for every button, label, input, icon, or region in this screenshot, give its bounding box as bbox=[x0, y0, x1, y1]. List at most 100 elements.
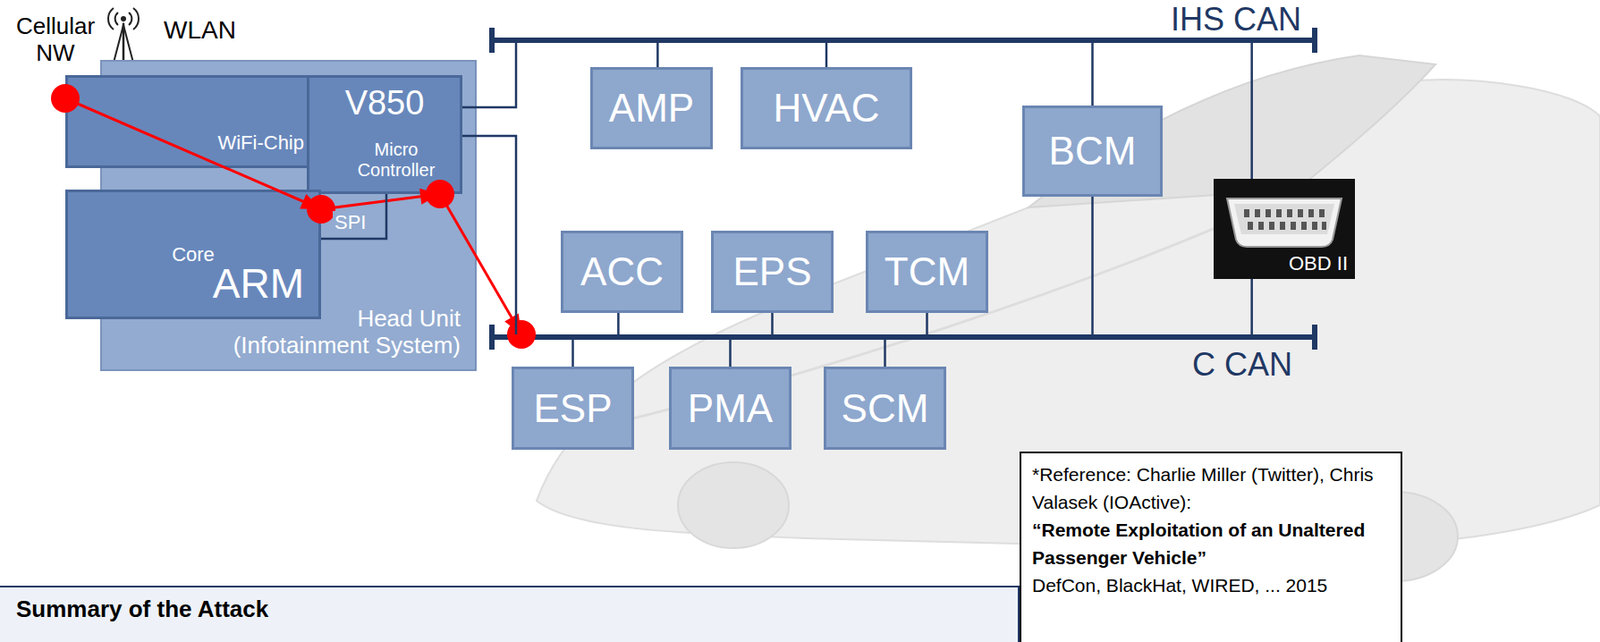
chip-label: Micro Controller bbox=[347, 139, 446, 181]
head-unit-box: Head Unit (Infotainment System)WiFi-Chip… bbox=[100, 59, 477, 372]
bus-end-cap bbox=[1312, 324, 1318, 350]
ecu-box: EPS bbox=[711, 230, 834, 314]
ecu-label: HVAC bbox=[773, 85, 881, 131]
bus-label: IHS CAN bbox=[1170, 3, 1302, 36]
bus-wire bbox=[617, 313, 619, 335]
arrow-head bbox=[299, 194, 322, 210]
ecu-label: EPS bbox=[732, 249, 812, 295]
bus-wire bbox=[729, 339, 731, 367]
wire-line bbox=[770, 313, 774, 335]
wire-line bbox=[825, 42, 829, 68]
connector-pins bbox=[1244, 209, 1327, 230]
can-bus: IHS CAN bbox=[491, 37, 1315, 43]
bus-end-cap bbox=[489, 324, 495, 350]
reference-box: *Reference: Charlie Miller (Twitter), Ch… bbox=[1019, 451, 1403, 642]
chip-box: WiFi-Chip bbox=[65, 75, 322, 169]
chip-label: Core bbox=[171, 243, 215, 267]
photo-background bbox=[1213, 178, 1355, 280]
wire-line bbox=[462, 135, 517, 335]
wire-line bbox=[728, 339, 732, 367]
chip-box: Micro Controller V850 bbox=[306, 75, 463, 195]
car-wheel bbox=[677, 462, 789, 549]
ecu-label: ACC bbox=[580, 249, 664, 295]
signal-wave bbox=[108, 8, 139, 30]
wire-line bbox=[1250, 42, 1253, 179]
chip-box: ARMCore bbox=[65, 189, 322, 320]
ecu-label: SCM bbox=[841, 386, 930, 432]
bus-label: C CAN bbox=[1192, 348, 1293, 381]
wire-line bbox=[571, 339, 575, 367]
attack-arrow bbox=[321, 194, 441, 210]
arrow-head bbox=[419, 188, 441, 205]
wire-line bbox=[1250, 279, 1253, 335]
attack-path bbox=[440, 194, 522, 335]
connectors bbox=[65, 42, 1253, 367]
attack-points bbox=[50, 84, 536, 349]
network-label: WLAN bbox=[163, 16, 237, 45]
arrow-head bbox=[504, 313, 522, 335]
bus-wire bbox=[657, 42, 659, 68]
bus-wire bbox=[1092, 42, 1093, 106]
attack-arrow bbox=[440, 194, 522, 335]
bus-wire bbox=[462, 135, 517, 335]
wire-line bbox=[656, 42, 660, 68]
interface-label: SPI bbox=[332, 211, 368, 235]
attack-point bbox=[425, 179, 455, 209]
wire-line bbox=[883, 339, 887, 367]
summary-box: Summary of the Attack bbox=[0, 585, 1020, 642]
summary-heading: Summary of the Attack bbox=[16, 594, 1002, 624]
ecu-label: PMA bbox=[687, 386, 773, 432]
antenna-tip bbox=[120, 16, 127, 22]
bus-wire bbox=[1092, 196, 1093, 335]
ecu-label: AMP bbox=[609, 85, 695, 131]
connector-face bbox=[1234, 203, 1335, 235]
ecu-label: ESP bbox=[533, 386, 612, 432]
chip-name: ARM bbox=[69, 261, 305, 306]
antenna-legs bbox=[113, 25, 134, 63]
reference-authors: *Reference: Charlie Miller (Twitter), Ch… bbox=[1032, 460, 1390, 517]
ecu-box: ACC bbox=[560, 230, 684, 314]
obd-port: OBD II bbox=[1213, 178, 1355, 280]
car-body bbox=[536, 79, 1600, 551]
attack-point bbox=[50, 84, 80, 113]
port-label: OBD II bbox=[1288, 252, 1348, 276]
attack-path bbox=[321, 188, 441, 210]
bus-wire bbox=[926, 313, 928, 335]
bus-wire bbox=[321, 194, 387, 239]
bus-wire bbox=[884, 339, 886, 367]
connector-shell bbox=[1227, 198, 1342, 247]
ecu-box: HVAC bbox=[740, 67, 913, 150]
wire-line bbox=[462, 42, 517, 108]
reference-venue: DefCon, BlackHat, WIRED, ... 2015 bbox=[1032, 571, 1390, 600]
bus-wire bbox=[771, 313, 773, 335]
bus-wire bbox=[462, 42, 517, 108]
bus-wire bbox=[826, 42, 828, 68]
ecu-label: BCM bbox=[1049, 128, 1137, 174]
attack-point bbox=[306, 194, 336, 224]
head-unit-label: Head Unit (Infotainment System) bbox=[226, 304, 461, 359]
can-bus: C CAN bbox=[491, 334, 1315, 340]
reference-title: “Remote Exploitation of an Unaltered Pas… bbox=[1032, 516, 1390, 572]
wire-line bbox=[321, 194, 387, 239]
ecu-box: TCM bbox=[865, 230, 989, 314]
ecu-box: PMA bbox=[668, 366, 792, 450]
attack-arrow bbox=[65, 98, 322, 210]
wire-line bbox=[617, 313, 620, 335]
chip-label: WiFi-Chip bbox=[69, 131, 305, 155]
ecu-box: BCM bbox=[1022, 105, 1163, 197]
bus-wire bbox=[1251, 42, 1253, 179]
wire-line bbox=[1091, 42, 1094, 106]
ecu-box: SCM bbox=[823, 366, 947, 450]
ecu-box: AMP bbox=[590, 67, 713, 150]
bus-wire bbox=[572, 339, 574, 367]
ecu-label: TCM bbox=[884, 249, 970, 295]
attack-point bbox=[507, 320, 536, 349]
attack-path bbox=[65, 98, 322, 210]
network-label: Cellular NW bbox=[7, 12, 104, 67]
wire-line bbox=[925, 313, 929, 335]
chip-name: V850 bbox=[345, 83, 425, 123]
ecu-box: ESP bbox=[511, 366, 635, 450]
bus-wire bbox=[1251, 279, 1253, 335]
wire-line bbox=[1091, 196, 1094, 335]
